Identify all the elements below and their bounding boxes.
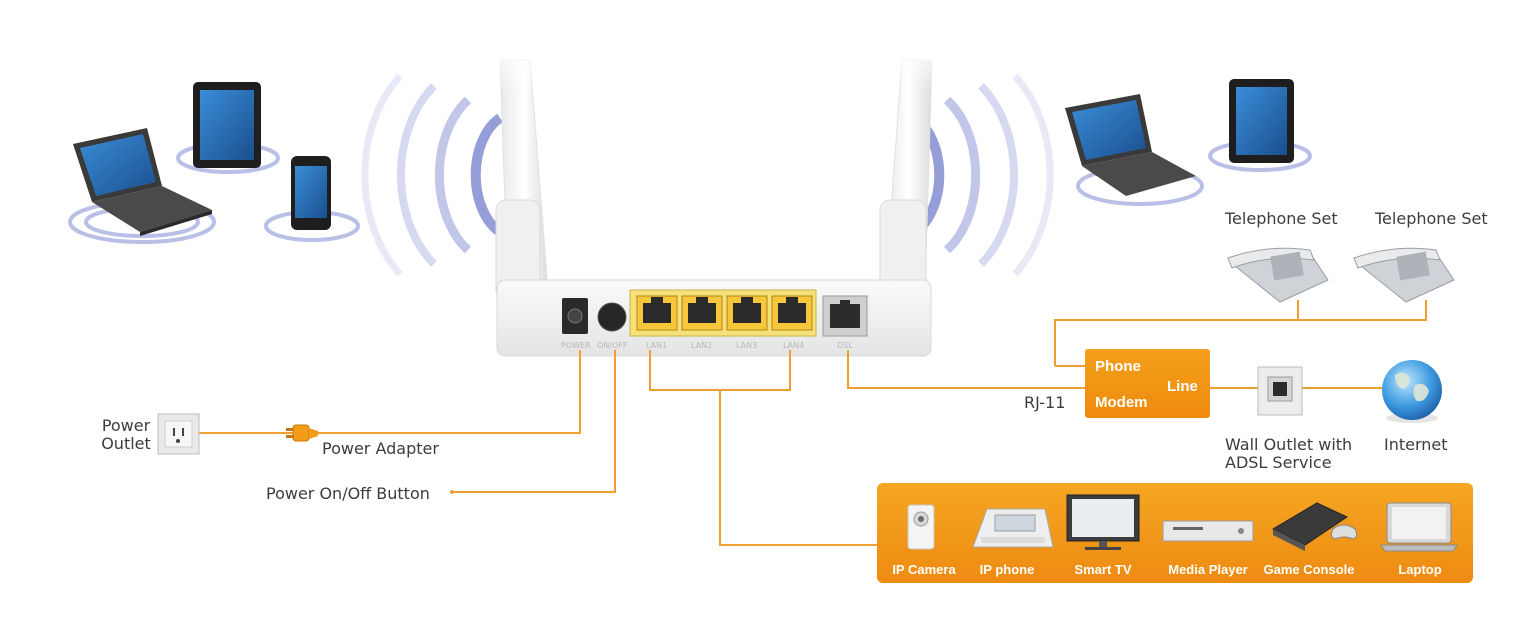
laptop-icon bbox=[1380, 502, 1458, 552]
power-button bbox=[597, 302, 627, 332]
telephone-label-1: Telephone Set bbox=[1225, 209, 1338, 228]
port-label-lan2: LAN2 bbox=[691, 341, 713, 350]
media-player-icon bbox=[1162, 520, 1254, 542]
device-label-ip-phone: IP phone bbox=[979, 562, 1035, 577]
telephone-icon bbox=[1227, 247, 1329, 303]
device-label-ip-camera: IP Camera bbox=[892, 562, 956, 577]
game-console-icon bbox=[1271, 502, 1358, 551]
lan-port bbox=[726, 295, 768, 331]
smart-tv-icon bbox=[1066, 494, 1140, 550]
antenna-right bbox=[879, 40, 936, 301]
power-outlet-label: Power Outlet bbox=[101, 416, 151, 453]
wall-outlet-label: Wall Outlet with ADSL Service bbox=[1225, 435, 1353, 472]
modem-box-modem: Modem bbox=[1095, 394, 1148, 411]
laptop-icon bbox=[1065, 94, 1196, 196]
port-label-lan4: LAN4 bbox=[783, 341, 805, 350]
device-label-media-player: Media Player bbox=[1168, 562, 1248, 577]
lan-port bbox=[636, 295, 678, 331]
port-label-lan1: LAN1 bbox=[646, 341, 668, 350]
port-label-lan3: LAN3 bbox=[736, 341, 758, 350]
lan-device-icons bbox=[907, 494, 1458, 552]
power-outlet-icon bbox=[157, 413, 200, 455]
device-label-smart-tv: Smart TV bbox=[1074, 562, 1132, 577]
power-plug-icon bbox=[286, 424, 318, 442]
rj11-label: RJ-11 bbox=[1024, 393, 1066, 412]
connection-lines bbox=[190, 300, 1427, 546]
dsl-port bbox=[822, 295, 868, 337]
internet-label: Internet bbox=[1384, 435, 1448, 454]
internet-globe-icon bbox=[1382, 360, 1442, 423]
lan-device-strip: IP Camera IP phone Smart TV Media Player… bbox=[877, 483, 1473, 583]
lan-port bbox=[681, 295, 723, 331]
tablet-icon bbox=[1229, 79, 1294, 163]
wifi-waves-left bbox=[361, 73, 503, 277]
lan-ports bbox=[636, 295, 813, 331]
telephone-icon bbox=[1353, 247, 1455, 303]
device-label-laptop: Laptop bbox=[1398, 562, 1442, 577]
smartphone-icon bbox=[291, 156, 331, 230]
power-adapter-label: Power Adapter bbox=[322, 439, 439, 458]
laptop-icon bbox=[73, 128, 212, 236]
port-label-onoff: ON/OFF bbox=[597, 341, 628, 350]
lan-port bbox=[771, 295, 813, 331]
antenna-left bbox=[495, 40, 549, 301]
wall-outlet-icon bbox=[1257, 366, 1303, 416]
router bbox=[496, 279, 932, 357]
ip-camera-icon bbox=[907, 504, 935, 550]
modem-splitter-box: Phone Modem Line bbox=[1085, 349, 1210, 418]
modem-box-line: Line bbox=[1167, 378, 1198, 395]
power-button-label: Power On/Off Button bbox=[266, 484, 430, 503]
tablet-icon bbox=[193, 82, 261, 168]
telephone-label-2: Telephone Set bbox=[1375, 209, 1488, 228]
port-label-dsl: DSL bbox=[837, 341, 853, 350]
device-label-game-console: Game Console bbox=[1263, 562, 1355, 577]
modem-box-phone: Phone bbox=[1095, 358, 1141, 375]
ip-phone-icon bbox=[972, 508, 1054, 548]
port-label-power: POWER bbox=[561, 341, 591, 350]
